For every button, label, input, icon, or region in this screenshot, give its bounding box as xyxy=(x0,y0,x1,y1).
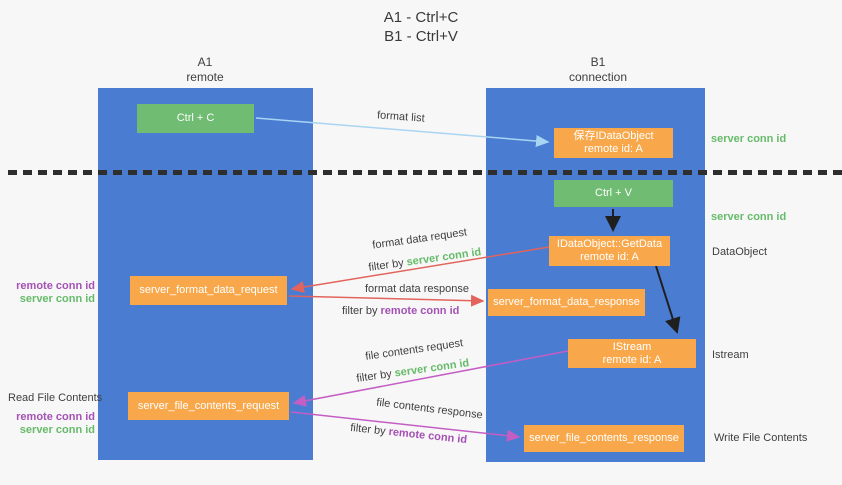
server-conn-id-text: server conn id xyxy=(405,246,483,269)
right-label-dataobject: DataObject xyxy=(712,246,768,258)
node-server-file-contents-request-label: server_file_contents_request xyxy=(137,399,280,412)
node-getdata-line1: IDataObject::GetData xyxy=(556,238,663,250)
label-filter-by-server-conn-id-1: filter by server conn id xyxy=(368,246,482,274)
column-b1-name: B1 xyxy=(590,55,606,69)
label-format-data-response: format data response xyxy=(365,283,469,295)
node-server-file-contents-response: server_file_contents_response xyxy=(524,425,684,452)
remote-conn-id-text: remote conn id xyxy=(387,425,468,447)
filter-by-text: filter by xyxy=(349,421,390,438)
node-server-format-data-response-label: server_format_data_response xyxy=(493,296,640,308)
column-a1-role: remote xyxy=(186,70,224,84)
node-server-format-data-request: server_format_data_request xyxy=(130,276,287,305)
copy-paste-divider-line xyxy=(8,170,842,175)
node-ctrl-v: Ctrl + V xyxy=(554,180,673,207)
remote-conn-id-text: remote conn id xyxy=(380,305,460,317)
column-header-a1: A1 remote xyxy=(145,55,265,85)
node-ctrl-v-label: Ctrl + V xyxy=(595,187,632,199)
node-getdata-line2: remote id: A xyxy=(580,251,639,263)
node-save-idataobject: 保存IDataObject remote id: A xyxy=(554,128,673,158)
column-header-b1: B1 connection xyxy=(538,55,658,85)
right-label-write-file-contents: Write File Contents xyxy=(714,432,808,444)
left-label-remote-conn-id-2: remote conn id xyxy=(16,411,95,423)
left-label-server-conn-id-1: server conn id xyxy=(19,293,95,305)
column-a1-name: A1 xyxy=(197,55,213,69)
node-istream-line1: IStream xyxy=(612,340,652,353)
diagram-title: A1 - Ctrl+C B1 - Ctrl+V xyxy=(0,8,842,46)
node-istream: IStream remote id: A xyxy=(568,339,696,368)
server-conn-id-text: server conn id xyxy=(393,357,471,380)
filter-by-text: filter by xyxy=(355,367,396,385)
left-label-remote-conn-id-1: remote conn id xyxy=(16,280,95,292)
left-label-read-file-contents: Read File Contents xyxy=(8,392,103,404)
right-label-server-conn-id-2: server conn id xyxy=(711,211,787,223)
label-filter-by-remote-conn-id-2: filter by remote conn id xyxy=(350,422,468,446)
right-label-istream: Istream xyxy=(712,349,749,361)
node-save-idataobject-line2: remote id: A xyxy=(584,143,643,155)
label-file-contents-response: file contents response xyxy=(375,396,484,422)
node-server-format-data-response: server_format_data_response xyxy=(488,289,645,316)
node-server-file-contents-response-label: server_file_contents_response xyxy=(529,432,679,444)
arrow-format-data-response xyxy=(288,294,485,307)
title-line-2: B1 - Ctrl+V xyxy=(384,28,458,45)
node-ctrl-c-label: Ctrl + C xyxy=(176,112,215,124)
filter-by-text: filter by xyxy=(367,256,408,274)
label-filter-by-remote-conn-id-1: filter by remote conn id xyxy=(342,305,459,317)
label-format-list: format list xyxy=(376,109,426,125)
title-line-1: A1 - Ctrl+C xyxy=(383,9,459,26)
right-label-server-conn-id-1: server conn id xyxy=(711,133,787,145)
filter-by-text: filter by xyxy=(342,305,381,317)
node-server-format-data-request-label: server_format_data_request xyxy=(139,284,278,296)
column-b1-role: connection xyxy=(568,70,628,84)
node-ctrl-c: Ctrl + C xyxy=(137,104,254,133)
label-format-data-request: format data request xyxy=(371,226,468,252)
node-server-file-contents-request: server_file_contents_request xyxy=(128,392,289,420)
left-label-server-conn-id-2: server conn id xyxy=(19,424,95,436)
node-idataobject-getdata: IDataObject::GetData remote id: A xyxy=(549,236,670,266)
node-istream-line2: remote id: A xyxy=(602,353,662,366)
node-save-idataobject-line1: 保存IDataObject xyxy=(573,130,654,142)
